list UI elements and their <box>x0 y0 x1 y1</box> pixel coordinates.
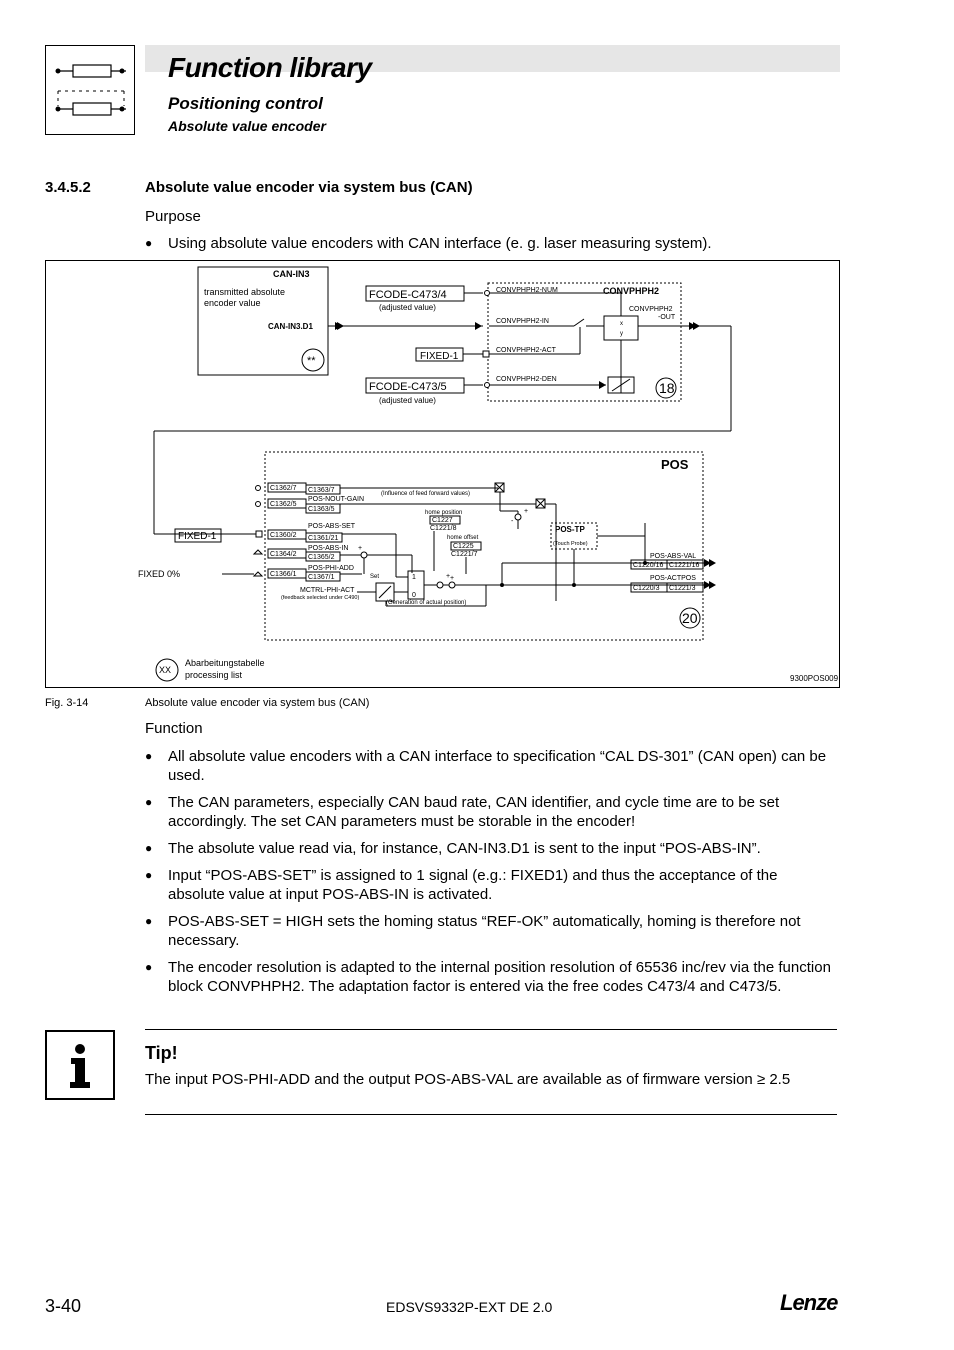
legend-2: processing list <box>185 670 243 680</box>
home-pos: home position <box>425 510 462 516</box>
fixed1-top: FIXED-1 <box>420 351 459 362</box>
conv-den: CONVPHPH2-DEN <box>496 376 557 383</box>
touch-probe: (Touch Probe) <box>553 541 588 547</box>
actpos: POS-ACTPOS <box>650 575 696 582</box>
list-item: POS-ABS-SET = HIGH sets the homing statu… <box>145 912 835 950</box>
c13602: C1360/2 <box>270 532 297 539</box>
influence-note: (Influence of feed forward values) <box>381 491 470 497</box>
svg-text:+: + <box>446 573 450 580</box>
list-item: All absolute value encoders with a CAN i… <box>145 747 835 785</box>
fcode-1: FCODE-C473/4 <box>369 289 447 301</box>
list-item: The absolute value read via, for instanc… <box>145 839 835 858</box>
c13627: C1362/7 <box>270 485 297 492</box>
conv-num: CONVPHPH2-NUM <box>496 287 558 294</box>
page-number: 3-40 <box>45 1296 82 1316</box>
pos-tp: POS-TP <box>555 525 585 534</box>
conv-x: x <box>620 321 623 327</box>
c122116: C1221/16 <box>669 562 699 569</box>
conv-y: y <box>620 331 623 337</box>
gen-note: (Generation of actual position) <box>386 600 466 606</box>
conv-act: CONVPHPH2-ACT <box>496 347 557 354</box>
c13671: C1367/1 <box>308 574 335 581</box>
page-subsubtitle: Absolute value encoder <box>168 118 326 134</box>
brand-logo: Lenze <box>780 1290 838 1315</box>
can-desc-2: encoder value <box>204 298 261 308</box>
figure-number: Fig. 3-14 <box>45 697 89 709</box>
legend-1: Abarbeitungstabelle <box>185 658 265 668</box>
figure-code: 9300POS009 <box>790 674 839 683</box>
svg-text:+: + <box>450 575 454 582</box>
fixed1-left: FIXED-1 <box>178 531 217 542</box>
c13661: C1366/1 <box>270 571 297 578</box>
title-bar <box>145 45 840 72</box>
mctrl: MCTRL-PHI-ACT <box>300 587 355 594</box>
chapter-logo-icon <box>45 45 135 135</box>
svg-text:-: - <box>511 518 514 525</box>
feedback-note: (feedback selected under C490) <box>281 595 359 601</box>
abs-in: POS-ABS-IN <box>308 545 348 552</box>
can-marker: ** <box>307 355 316 367</box>
info-icon <box>45 1030 115 1100</box>
list-item: The CAN parameters, especially CAN baud … <box>145 793 835 831</box>
tip-divider-bottom <box>145 1114 837 1115</box>
figure-caption: Absolute value encoder via system bus (C… <box>145 697 370 709</box>
conv-in: CONVPHPH2-IN <box>496 318 549 325</box>
abs-set: POS-ABS-SET <box>308 523 356 530</box>
c13652: C1365/2 <box>308 554 335 561</box>
conv-out1: CONVPHPH2 <box>629 306 673 313</box>
abs-val: POS-ABS-VAL <box>650 553 696 560</box>
page-subtitle: Positioning control <box>168 94 323 113</box>
tip-text: The input POS-PHI-ADD and the output POS… <box>145 1071 791 1088</box>
conv-badge: 18 <box>659 380 675 396</box>
fcode-1-sub: (adjusted value) <box>379 303 436 312</box>
c12217: C1221/7 <box>451 551 478 558</box>
c1225: C1225 <box>453 543 474 550</box>
conv-out2: -OUT <box>658 314 676 321</box>
fixed0: FIXED 0% <box>138 569 180 579</box>
tip-divider-top <box>145 1029 837 1030</box>
function-list: All absolute value encoders with a CAN i… <box>145 747 835 1004</box>
set-label: Set <box>370 574 379 580</box>
document-id: EDSVS9332P-EXT DE 2.0 <box>386 1299 553 1315</box>
block-diagram: CAN-IN3 transmitted absolute encoder val… <box>45 260 840 688</box>
can-desc-1: transmitted absolute <box>204 287 285 297</box>
phi-add: POS-PHI-ADD <box>308 565 354 572</box>
function-label: Function <box>145 720 203 737</box>
tip-title: Tip! <box>145 1043 178 1063</box>
page-title: Function library <box>168 52 372 83</box>
section-number: 3.4.5.2 <box>45 179 91 196</box>
c13635: C1363/5 <box>308 506 335 513</box>
mux-zero: 0 <box>412 592 416 599</box>
list-item: The encoder resolution is adapted to the… <box>145 958 835 996</box>
legend-xx: XX <box>159 665 171 675</box>
home-offset: home offset <box>447 535 479 541</box>
c13642: C1364/2 <box>270 551 297 558</box>
nout-gain: POS-NOUT-GAIN <box>308 496 364 503</box>
svg-text:+: + <box>358 545 362 552</box>
can-block-title: CAN-IN3 <box>273 269 310 279</box>
c12213: C1221/3 <box>669 585 696 592</box>
purpose-label: Purpose <box>145 208 201 225</box>
c136121: C1361/21 <box>308 535 338 542</box>
can-output: CAN-IN3.D1 <box>268 322 313 331</box>
c1227: C1227 <box>432 517 453 524</box>
conv-title: CONVPHPH2 <box>603 286 659 296</box>
c12203: C1220/3 <box>633 585 660 592</box>
fcode-2-sub: (adjusted value) <box>379 396 436 405</box>
c13625: C1362/5 <box>270 501 297 508</box>
list-item: Input “POS-ABS-SET” is assigned to 1 sig… <box>145 866 835 904</box>
section-title: Absolute value encoder via system bus (C… <box>145 179 473 196</box>
c122016: C1220/16 <box>633 562 663 569</box>
purpose-list: Using absolute value encoders with CAN i… <box>145 234 835 261</box>
svg-text:+: + <box>524 508 528 515</box>
list-item: Using absolute value encoders with CAN i… <box>145 234 835 253</box>
pos-badge: 20 <box>682 610 698 626</box>
diagram-canvas: CAN-IN3 transmitted absolute encoder val… <box>138 266 839 683</box>
pos-title: POS <box>661 457 689 472</box>
mux-one: 1 <box>412 574 416 581</box>
fcode-2: FCODE-C473/5 <box>369 381 447 393</box>
c12218: C1221/8 <box>430 525 457 532</box>
c13637: C1363/7 <box>308 487 335 494</box>
